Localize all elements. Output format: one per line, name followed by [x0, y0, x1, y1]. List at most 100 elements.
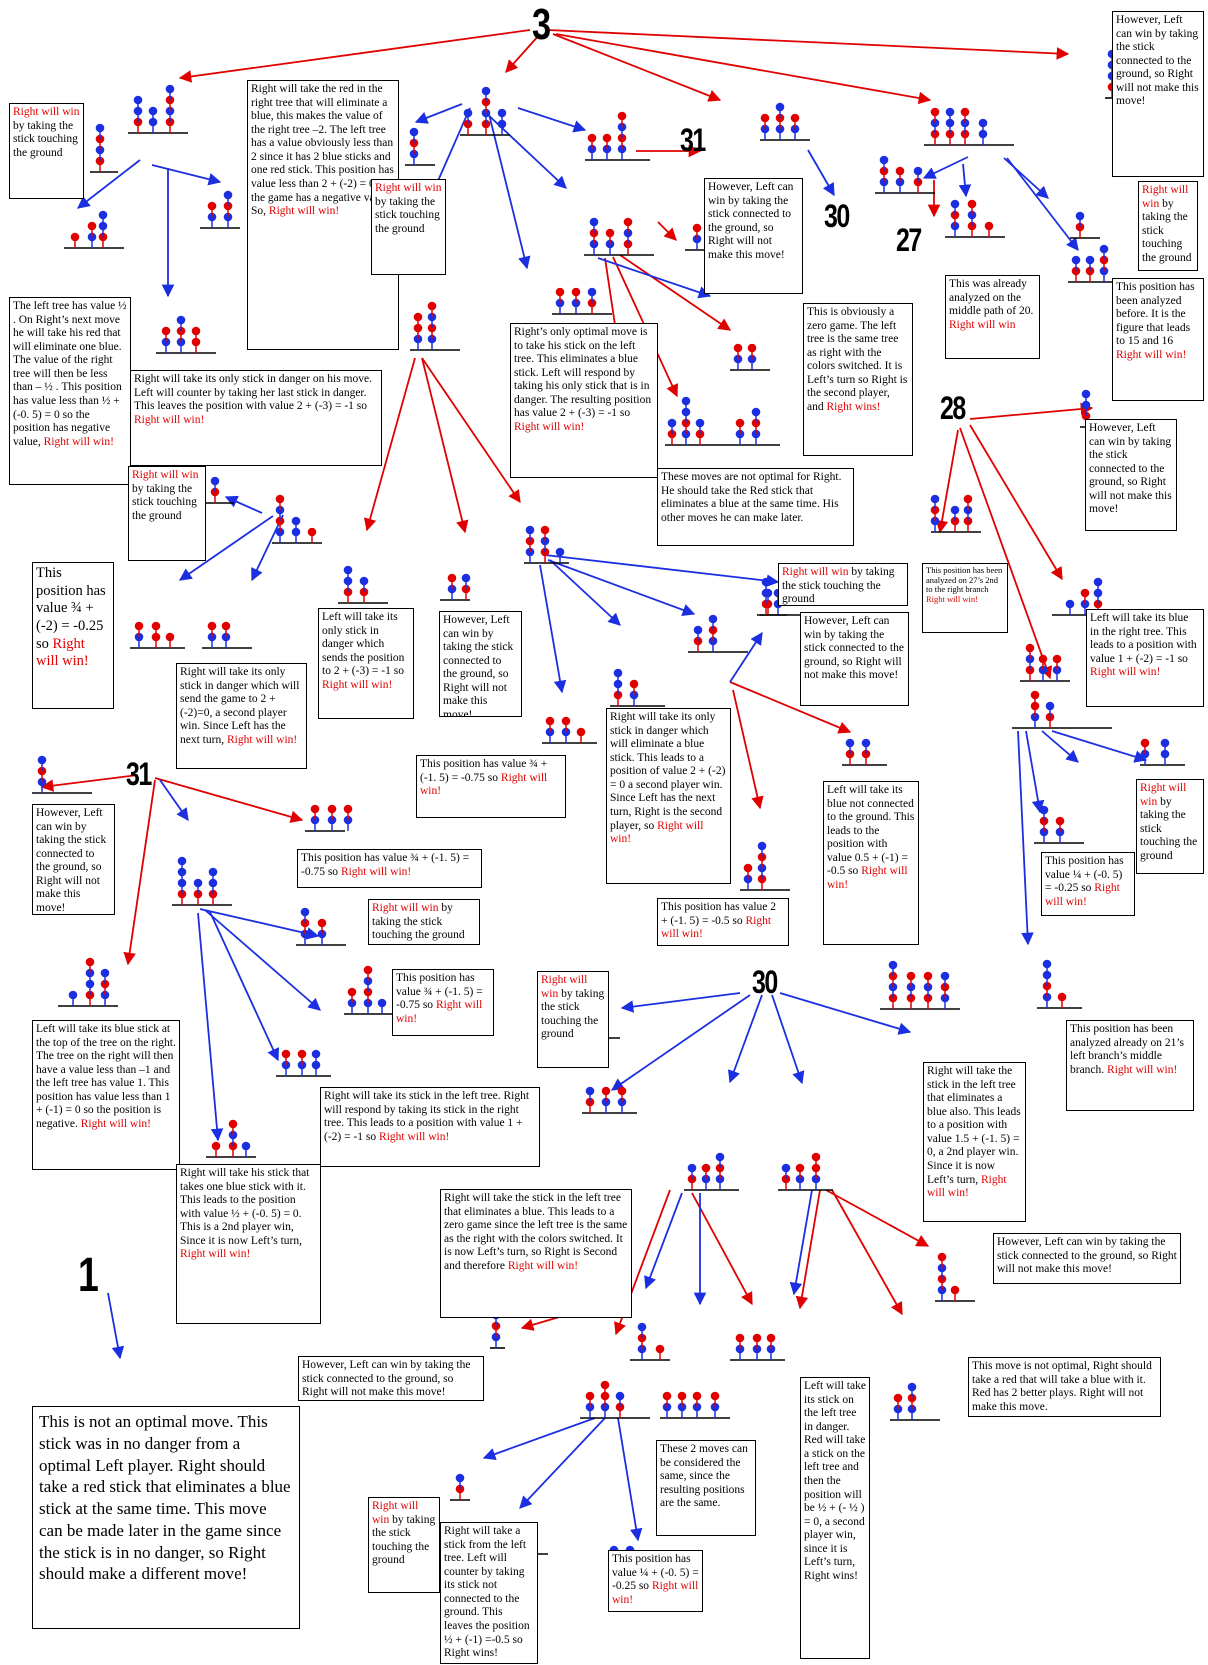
stick-node [715, 1152, 725, 1162]
stick-node [37, 755, 47, 765]
move-arrow [959, 427, 1053, 680]
stick-node [1045, 701, 1055, 711]
hackenbush-position [1070, 211, 1100, 239]
hackenbush-position [58, 957, 118, 1007]
hackenbush-position [935, 1252, 975, 1302]
hackenbush-position [1034, 805, 1084, 844]
stick-node [710, 1391, 720, 1401]
stick-node [775, 102, 785, 112]
move-arrow [414, 103, 463, 124]
hackenbush-position [890, 1382, 940, 1421]
hackenbush-position [1068, 244, 1128, 283]
move-arrow [107, 1292, 125, 1360]
stick-node [1075, 211, 1085, 221]
hackenbush-position [90, 123, 118, 173]
move-arrow [199, 908, 320, 940]
stick-node [906, 971, 916, 981]
note-box: However, Left can win by taking the stic… [1112, 11, 1204, 177]
hackenbush-position [64, 210, 124, 249]
note-box: This position has value ¾ + (-2) = -0.25… [32, 562, 114, 709]
hackenbush-position [875, 155, 935, 194]
stick-node [221, 621, 231, 631]
stick-node [1071, 255, 1081, 265]
stick-node [907, 1382, 917, 1392]
stick-node [790, 113, 800, 123]
stick-node [681, 396, 691, 406]
stick-node [1042, 959, 1052, 969]
move-arrow [421, 357, 521, 504]
move-arrow [807, 149, 835, 197]
hackenbush-position [778, 1152, 833, 1191]
hackenbush-position [1012, 690, 1112, 729]
stick-node [327, 804, 337, 814]
note-box: Right will take the stick in the left tr… [440, 1189, 632, 1318]
stick-node [571, 287, 581, 297]
note-box: Right will win by taking the stick touch… [128, 466, 206, 561]
stick-node [1080, 588, 1090, 598]
stick-node [177, 856, 187, 866]
node-label-30-top: 30 [824, 198, 850, 234]
move-arrow [519, 1417, 606, 1509]
stick-node [413, 312, 423, 322]
move-arrow [617, 1417, 643, 1542]
stick-node [481, 86, 491, 96]
move-arrow [555, 33, 932, 105]
hackenbush-position [610, 668, 665, 707]
stick-node [601, 1086, 611, 1096]
stick-node [692, 1391, 702, 1401]
note-box: This position has value ¼ + (-0. 5) = -0… [608, 1550, 703, 1612]
hackenbush-position [460, 86, 510, 136]
stick-node [845, 738, 855, 748]
stick-node [1052, 654, 1062, 664]
stick-node [937, 1252, 947, 1262]
move-arrow [517, 107, 587, 133]
note-box: However, Left can win by taking the stic… [298, 1356, 484, 1401]
hackenbush-position [272, 494, 322, 544]
stick-node [1025, 643, 1035, 653]
note-box: However, Left can win by taking the stic… [704, 178, 803, 294]
stick-node [1038, 654, 1048, 664]
hackenbush-position [585, 111, 650, 161]
stick-node [307, 527, 317, 537]
stick-node [950, 199, 960, 209]
note-box: The left tree has value ½ . On Right’s n… [9, 297, 131, 485]
hackenbush-position [128, 84, 188, 134]
note-box: Right will win by taking the stick touch… [371, 179, 446, 275]
move-arrow [610, 994, 751, 1091]
move-arrow [40, 774, 139, 792]
move-arrow [549, 559, 621, 626]
stick-node [677, 1391, 687, 1401]
move-arrow [178, 29, 531, 83]
stick-node [297, 1049, 307, 1059]
move-arrow [729, 631, 763, 683]
note-box: This position has been analyzed already … [1066, 1020, 1194, 1111]
stick-node [605, 228, 615, 238]
stick-node [687, 1163, 697, 1173]
note-box: Right will win by taking the stick touch… [9, 103, 84, 199]
stick-node [555, 547, 565, 557]
hackenbush-position [757, 577, 787, 616]
stick-node [1057, 992, 1067, 1002]
stick-node [667, 418, 677, 428]
note-box: However, Left can win by taking the stic… [800, 612, 909, 706]
stick-node [95, 123, 105, 133]
hackenbush-position [730, 1333, 785, 1361]
hackenbush-position [405, 127, 435, 166]
stick-node [733, 343, 743, 353]
stick-node [100, 968, 110, 978]
stick-node [311, 1049, 321, 1059]
stick-node [133, 95, 143, 105]
move-arrow [77, 159, 141, 209]
move-arrow [729, 681, 852, 734]
move-arrow [789, 1189, 813, 1296]
stick-node [617, 111, 627, 121]
move-arrow [547, 559, 696, 616]
note-box: This was already analyzed on the middle … [945, 275, 1040, 359]
stick-node [743, 863, 753, 873]
move-arrow [795, 1189, 821, 1310]
stick-node [165, 84, 175, 94]
stick-node [963, 494, 973, 504]
note-box: This position has value ¾ + (-1. 5) = -0… [416, 755, 566, 818]
stick-node [637, 1322, 647, 1332]
hackenbush-position [206, 1119, 256, 1158]
